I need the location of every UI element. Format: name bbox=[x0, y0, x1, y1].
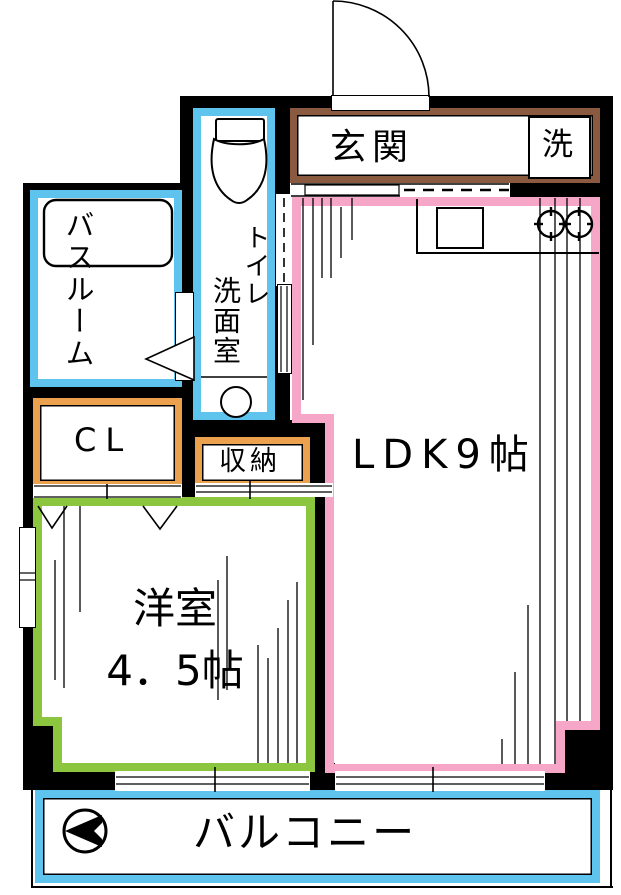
ldk-wall-accent bbox=[325, 414, 334, 773]
wall-segment bbox=[315, 497, 325, 790]
storage-door-track bbox=[195, 483, 333, 497]
wall-segment bbox=[308, 437, 325, 498]
western-room-wall-accent bbox=[33, 497, 42, 726]
western-room-name: 洋室 bbox=[132, 584, 217, 633]
west-wall-window bbox=[19, 527, 36, 628]
washroom-door-panel bbox=[277, 284, 292, 374]
bathroom-room bbox=[30, 190, 182, 387]
wall-segment bbox=[600, 108, 613, 790]
ldk-wall-accent bbox=[325, 764, 565, 773]
ldk-label: LDK9帖 bbox=[352, 432, 537, 478]
entrance-label: 玄関 bbox=[330, 127, 415, 168]
genkan-sliding-door-track bbox=[290, 183, 510, 197]
storage-label: 収納 bbox=[219, 446, 281, 477]
ldk-wall-accent bbox=[292, 197, 301, 420]
washroom-door bbox=[276, 194, 292, 286]
closet-door-track bbox=[33, 484, 182, 498]
washer-box bbox=[528, 116, 591, 179]
wall-segment bbox=[545, 772, 600, 790]
ldk-wall-accent bbox=[591, 197, 600, 730]
ldk-wall-accent bbox=[556, 721, 565, 773]
balcony-label: バルコニー bbox=[193, 808, 418, 857]
balcony-room bbox=[35, 790, 600, 883]
washroom-label: 洗面室 bbox=[209, 276, 242, 366]
bathroom-label: バスルーム bbox=[61, 210, 95, 370]
bathroom-door-panel bbox=[175, 292, 194, 381]
western-room-wall-accent bbox=[53, 763, 315, 772]
western-room-wall-accent bbox=[53, 717, 62, 772]
closet-label: CL bbox=[74, 421, 133, 459]
western-room-wall-accent bbox=[33, 497, 315, 506]
western-room-label: 洋室 4．5帖 bbox=[80, 578, 270, 702]
wall-segment bbox=[510, 183, 600, 197]
entrance-door-sill bbox=[331, 95, 430, 111]
western-room-wall-accent bbox=[33, 717, 62, 726]
stove-burners-icon bbox=[534, 207, 594, 241]
kitchen-counter bbox=[416, 199, 599, 254]
entrance-door-arc bbox=[332, 0, 430, 98]
ldk-wall-accent bbox=[556, 721, 600, 730]
wall-segment bbox=[193, 420, 325, 437]
wall-segment bbox=[182, 387, 195, 498]
closet-door-fold-marks bbox=[37, 505, 178, 531]
toilet-label: トイレ bbox=[240, 224, 270, 308]
western-room-window bbox=[115, 771, 310, 791]
ldk-wall-accent bbox=[292, 197, 600, 206]
kitchen-sink-icon bbox=[436, 207, 484, 249]
ldk-window bbox=[335, 771, 545, 791]
ldk-wall-accent bbox=[292, 414, 334, 423]
wall-segment bbox=[35, 772, 115, 790]
western-room-wall-accent bbox=[306, 497, 315, 772]
western-room-size: 4．5帖 bbox=[106, 646, 244, 696]
washer-label: 洗 bbox=[542, 127, 573, 163]
